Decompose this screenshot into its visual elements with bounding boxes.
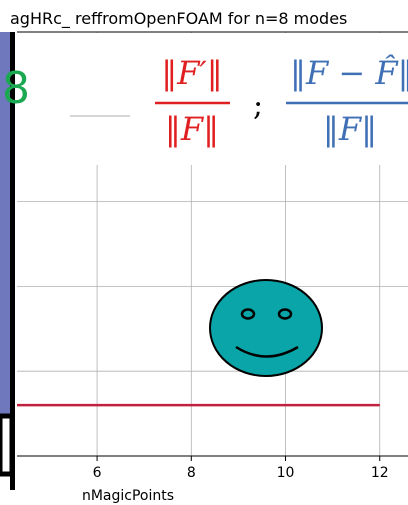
smiley-right-eye (277, 308, 293, 320)
legend-fragment: 8 ‖F′‖ ‖F‖ ; ‖F − F̂‖ ‖F‖ (2, 33, 408, 165)
chart-title: agHRc_ reffromOpenFOAM for n=8 modes (10, 9, 347, 29)
formula-b-denominator: ‖F‖ (323, 110, 377, 148)
smiley-mouth (235, 345, 299, 358)
left-panel-bottom-box (0, 413, 15, 477)
x-axis-ticks: 6 8 10 12 (93, 456, 389, 481)
legend-number: 8 (2, 63, 30, 114)
x-tick-label: 8 (187, 465, 196, 481)
x-tick-label: 10 (277, 465, 295, 481)
smiley-face-circle (209, 279, 323, 377)
left-panel-border (10, 32, 15, 490)
smiley-face-icon (209, 279, 323, 377)
formula-a-numerator: ‖F′‖ (161, 54, 222, 92)
legend-background (17, 33, 408, 165)
formula-b-numerator: ‖F − F̂‖ (290, 54, 408, 92)
formula-a-denominator: ‖F‖ (165, 110, 219, 148)
x-axis-label: nMagicPoints (82, 488, 174, 504)
x-tick-label: 6 (93, 465, 102, 481)
left-panel-fill (0, 32, 10, 414)
formula-separator: ; (253, 88, 263, 123)
smiley-left-eye (240, 308, 256, 320)
x-tick-label: 12 (371, 465, 389, 481)
